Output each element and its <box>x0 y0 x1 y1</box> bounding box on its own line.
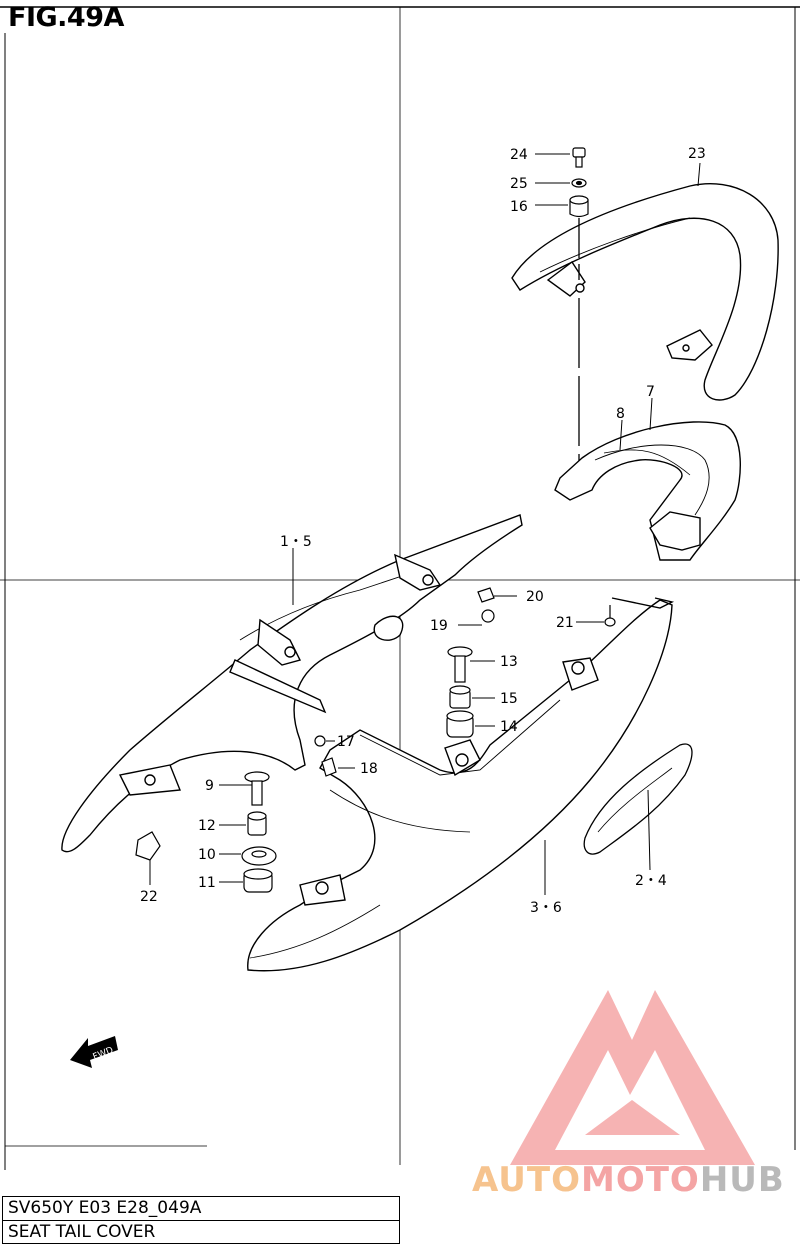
part-tail-cap <box>554 421 741 561</box>
callout-25: 25 <box>510 176 528 192</box>
part-clip-17-18 <box>314 735 337 777</box>
part-grab-rail <box>511 183 779 401</box>
fwd-arrow-icon <box>70 1036 118 1068</box>
part-emblem <box>583 743 693 855</box>
callout-16: 16 <box>510 199 528 215</box>
part-bolt-9 <box>244 771 270 806</box>
part-screw-20 <box>477 587 495 623</box>
callout-15: 15 <box>500 691 518 707</box>
part-collar-16 <box>569 195 589 218</box>
watermark-part-3: HUB <box>699 1160 785 1200</box>
figure-title: FIG.49A <box>8 2 124 33</box>
part-collar-12 <box>247 811 267 836</box>
callout-24: 24 <box>510 147 528 163</box>
callout-2-4: 2・4 <box>635 873 667 889</box>
section-name: SEAT TAIL COVER <box>3 1220 399 1244</box>
callout-1-5: 1・5 <box>280 534 312 550</box>
callout-22: 22 <box>140 889 158 905</box>
callout-3-6: 3・6 <box>530 900 562 916</box>
callout-14: 14 <box>500 719 518 735</box>
part-washer-25 <box>571 178 587 188</box>
callout-18: 18 <box>360 761 378 777</box>
part-grommet-14 <box>446 710 474 738</box>
part-grommet-11 <box>243 868 273 893</box>
callout-20: 20 <box>526 589 544 605</box>
leader-lines <box>149 153 701 895</box>
callout-10: 10 <box>198 847 216 863</box>
callout-21: 21 <box>556 615 574 631</box>
callout-19: 19 <box>430 618 448 634</box>
part-nut-21 <box>604 605 616 627</box>
title-block: SV650Y E03 E28_049A SEAT TAIL COVER <box>2 1196 400 1244</box>
model-code: SV650Y E03 E28_049A <box>8 1198 202 1218</box>
part-tail-frame <box>61 514 523 853</box>
watermark-part-1: AUTO <box>472 1160 581 1200</box>
callout-23: 23 <box>688 146 706 162</box>
part-bolt-24 <box>572 147 586 168</box>
watermark-logo <box>510 990 755 1165</box>
watermark-part-2: MOTO <box>580 1160 700 1200</box>
part-tail-shell <box>247 597 675 972</box>
callout-11: 11 <box>198 875 216 891</box>
part-cushion-22 <box>135 831 161 861</box>
callout-7: 7 <box>646 384 655 400</box>
callout-12: 12 <box>198 818 216 834</box>
callout-13: 13 <box>500 654 518 670</box>
part-grommet-10 <box>241 846 277 866</box>
part-bolt-13 <box>447 646 473 683</box>
callout-8: 8 <box>616 406 625 422</box>
part-collar-15 <box>449 685 471 709</box>
callout-9: 9 <box>205 778 214 794</box>
watermark-text: AUTOMOTOHUB <box>472 1160 785 1200</box>
callout-17: 17 <box>337 734 355 750</box>
